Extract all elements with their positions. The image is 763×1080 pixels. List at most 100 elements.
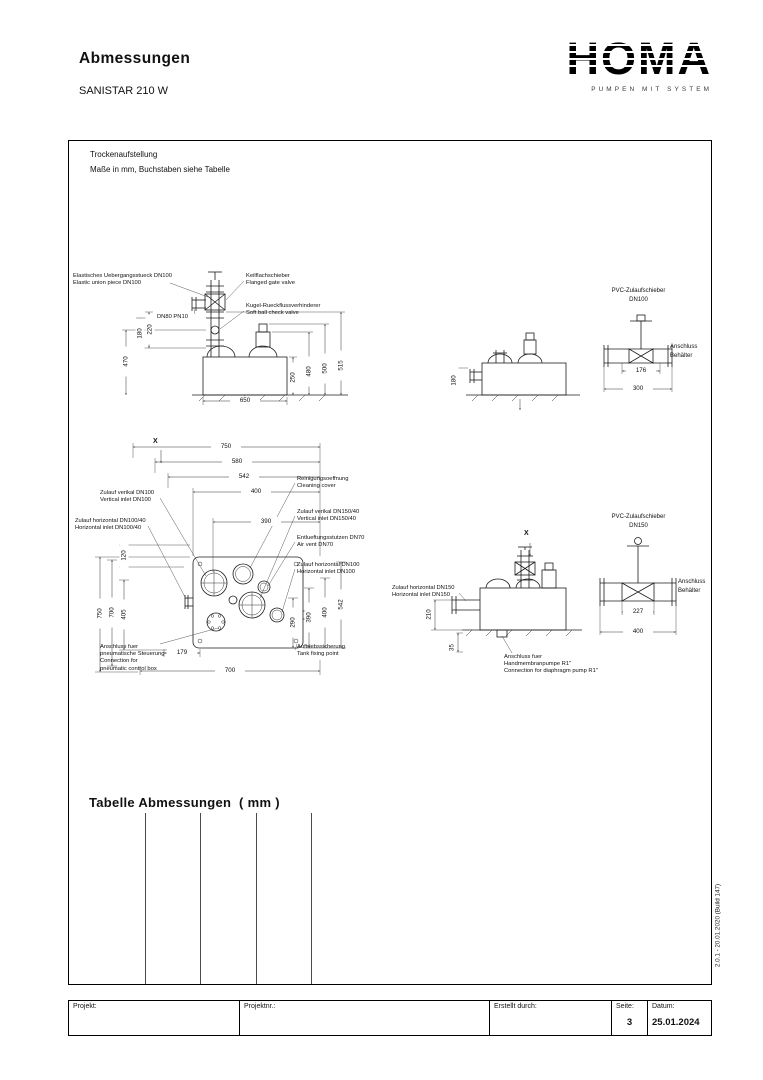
dim-580: 580	[222, 457, 252, 466]
valve-dn100-conn-line1: Anschluss	[670, 344, 698, 350]
dim-300: 300	[623, 384, 653, 393]
callout-vertical-inlet-dn100: Zulauf verikal DN100 Vertical inlet DN10…	[100, 490, 154, 504]
callout-vert100-en: Vertical inlet DN100	[100, 497, 151, 504]
version-note: 2.0.1 - 20.01.2020 (Build 147)	[714, 883, 722, 968]
callout-union-de: Elastisches Uebergangsstueck DN100	[73, 273, 172, 279]
section-marker-side-view: X	[524, 530, 529, 537]
drawing-frame	[68, 140, 712, 985]
dim-210: 210	[424, 599, 434, 630]
callout-vent-en: Air vent DN70	[297, 542, 334, 549]
dim-650: 650	[230, 396, 260, 405]
dim-500: 500	[320, 353, 330, 384]
title-block-cell-erstellt: Erstellt durch:	[489, 1001, 611, 1035]
dim-400-right: 400	[320, 597, 330, 628]
dim-515: 515	[336, 350, 346, 381]
callout-vert15040-en: Vertical inlet DN150/40	[297, 516, 356, 523]
callout-pneum-en2: pneumatic control box	[100, 665, 157, 672]
callout-pneum-en1: Connection for	[100, 658, 138, 665]
homa-logo-tagline: PUMPEN MIT SYSTEM	[591, 86, 712, 93]
logo-stripe	[556, 58, 712, 61]
callout-inlet-en: Horizontal inlet DN150	[392, 592, 450, 599]
dim-290: 290	[288, 607, 298, 638]
logo-stripe	[556, 44, 712, 47]
dim-750-left: 750	[95, 598, 105, 629]
callout-cleaning-cover: Reinigungsoeffnung Cleaning cover	[297, 476, 348, 490]
valve-dn100-conn-line2: Behälter	[670, 353, 693, 359]
dim-700-left: 700	[107, 597, 117, 628]
dim-180-front: 180	[135, 318, 145, 349]
callout-pneum-de1: Anschluss fuer	[100, 644, 139, 650]
dim-400-top: 400	[241, 487, 271, 496]
callout-vert15040-de: Zulauf verikal DN150/40	[297, 509, 360, 515]
callout-check-de: Kugel-Rueckflussverhinderer	[246, 303, 321, 309]
callout-horizontal-inlet-dn100: Zulauf horizontal DN100 Horizontal inlet…	[297, 562, 360, 576]
erstellt-label: Erstellt durch:	[494, 1003, 537, 1010]
callout-diaphragm-pump: Anschluss fuer Handmembranpumpe R1" Conn…	[504, 654, 598, 676]
datum-label: Datum:	[652, 1003, 675, 1010]
title-block-cell-seite: Seite: 3	[611, 1001, 647, 1035]
callout-horiz10040-de: Zulauf horizontal DN100/40	[75, 518, 146, 524]
valve-dn150-conn-line1: Anschluss	[678, 579, 706, 585]
callout-union-en: Elastic union piece DN100	[73, 280, 141, 287]
callout-air-vent: Entlueftungsstutzen DN70 Air vent DN70	[297, 535, 364, 549]
callout-fix-en: Tank fixing point	[297, 651, 339, 658]
callout-fix-de: Auftriebssicherung	[297, 644, 346, 650]
callout-check-valve: Kugel-Rueckflussverhinderer Soft ball ch…	[246, 303, 320, 317]
callout-check-en: Soft ball check valve	[246, 310, 299, 317]
title-block-cell-projekt: Projekt:	[69, 1001, 239, 1035]
logo-stripe	[556, 51, 712, 54]
dim-480: 480	[304, 356, 314, 387]
title-block-cell-projektnr: Projektnr.:	[239, 1001, 489, 1035]
callout-gate-en: Flanged gate valve	[246, 280, 295, 287]
note-installation-type: Trockenaufstellung	[90, 150, 158, 159]
callout-horizontal-inlet-dn10040: Zulauf horizontal DN100/40 Horizontal in…	[75, 518, 146, 532]
section-marker-top-view: X	[153, 438, 158, 445]
callout-vent-de: Entlueftungsstutzen DN70	[297, 535, 365, 541]
callout-horiz100-de: Zulauf horizontal DN100	[297, 562, 360, 568]
page-subtitle: SANISTAR 210 W	[79, 85, 169, 97]
valve-dn100-title: PVC-Zulaufschieber	[611, 288, 666, 294]
dim-400-valve: 400	[623, 627, 653, 636]
dim-227: 227	[623, 607, 653, 616]
callout-vertical-inlet-dn15040: Zulauf verikal DN150/40 Vertical inlet D…	[297, 509, 359, 523]
callout-pump-en: Connection for diaphragm pump R1"	[504, 668, 598, 675]
callout-vert100-de: Zulauf verikal DN100	[100, 490, 155, 496]
callout-union-piece: Elastisches Uebergangsstueck DN100 Elast…	[73, 273, 172, 287]
projekt-label: Projekt:	[73, 1003, 97, 1010]
valve-dn150-title: PVC-Zulaufschieber	[611, 514, 666, 520]
callout-horizontal-inlet-dn150: Zulauf horizontal DN150 Horizontal inlet…	[392, 585, 455, 599]
dim-179: 179	[167, 648, 197, 657]
seite-label: Seite:	[616, 1003, 634, 1010]
dim-700-bottom: 700	[215, 666, 245, 675]
datum-value: 25.01.2024	[652, 1017, 700, 1028]
callout-tank-fixing: Auftriebssicherung Tank fixing point	[297, 644, 345, 658]
callout-horiz100-en: Horizontal inlet DN100	[297, 569, 355, 576]
callout-pneum-de2: pneumatische Steuerung	[100, 651, 165, 658]
valve-dn100-size: DN100	[629, 297, 648, 303]
page-title: Abmessungen	[79, 50, 191, 67]
dim-405: 405	[119, 599, 129, 630]
dim-542-right: 542	[336, 589, 346, 620]
callout-inlet-de: Zulauf horizontal DN150	[392, 585, 455, 591]
dim-220: 220	[145, 314, 155, 345]
callout-clean-de: Reinigungsoeffnung	[297, 476, 349, 482]
dim-542-top: 542	[229, 472, 259, 481]
dim-750-top: 750	[211, 442, 241, 451]
logo-stripe	[556, 65, 712, 68]
callout-pump-de1: Anschluss fuer	[504, 654, 543, 660]
dim-176: 176	[626, 366, 656, 375]
note-units: Maße in mm, Buchstaben siehe Tabelle	[90, 165, 230, 174]
dim-250: 250	[288, 362, 298, 393]
table-heading: Tabelle Abmessungen ( mm )	[89, 795, 280, 810]
dim-390-top: 390	[251, 517, 281, 526]
dim-120: 120	[119, 540, 129, 571]
dim-390-right: 390	[304, 602, 314, 633]
callout-gate-de: Keilflachschieber	[246, 273, 290, 279]
title-block: Projekt: Projektnr.: Erstellt durch: Sei…	[68, 1000, 712, 1036]
projektnr-label: Projektnr.:	[244, 1003, 276, 1010]
callout-pump-de2: Handmembranpumpe R1"	[504, 661, 572, 668]
callout-gate-valve: Keilflachschieber Flanged gate valve	[246, 273, 295, 287]
dim-470: 470	[121, 346, 131, 377]
title-block-cell-datum: Datum: 25.01.2024	[647, 1001, 710, 1035]
